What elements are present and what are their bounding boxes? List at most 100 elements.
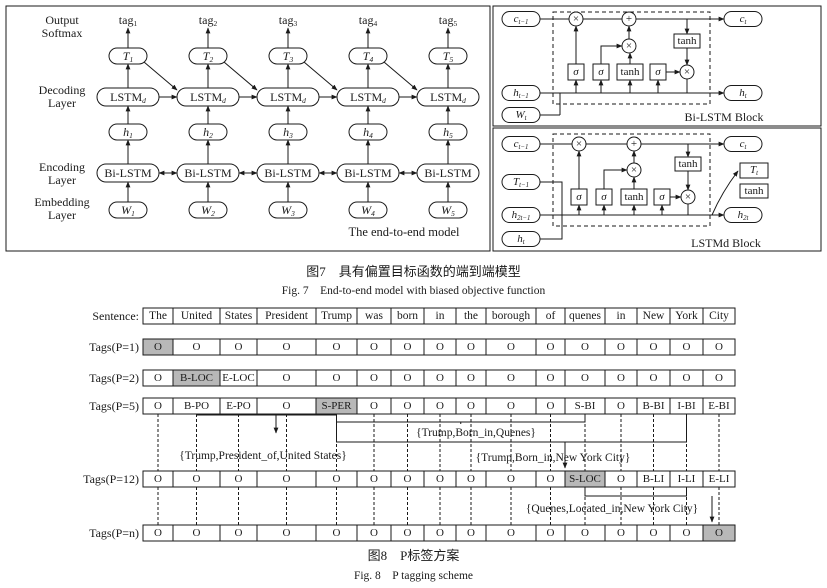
sentence-word-borough-9: borough [492,310,531,322]
tag-value-p2-14: O [683,372,691,384]
bracket-trump-president [196,414,337,416]
decoder-label-5: LSTMd [430,90,466,105]
sentence-word-president-3: President [265,310,309,322]
lstmd-cell-boundary [552,133,711,227]
hidden-label-2: h2 [203,125,213,140]
encoder-label-1: Bi-LSTM [104,166,152,180]
tag-value-p12-9: O [507,473,515,485]
bilstm-w-label: Wt [515,109,527,122]
embedding-label-4: W4 [361,203,375,218]
tag-value-pn-9: O [507,527,515,539]
lstmd-c-prev-label: ct−1 [514,138,529,151]
tag-value-p5-11: S-BI [575,400,596,412]
decoder-label-2: LSTMd [190,90,226,105]
bilstm-block-frame [492,5,822,127]
layer-label-output: Output [45,13,79,27]
tag-value-p12-2: O [235,473,243,485]
lstmd-input-mult: × [631,164,637,176]
tag-row-label-p2: Tags(P=2) [89,371,139,385]
lstmd-h-prev-label: h2t−1 [512,209,531,222]
tag-value-p5-7: O [436,400,444,412]
bilstm-forget-mult: × [573,13,579,25]
tag-value-pn-10: O [547,527,555,539]
lstmd-gate-label-1: σ [576,191,582,203]
sentence-word-states-2: States [225,310,253,322]
end-to-end-model-frame [5,5,491,252]
tag-value-p12-1: O [193,473,201,485]
tag-value-p1-9: O [507,341,515,353]
bilstm-block-caption: Bi-LSTM Block [684,110,763,124]
tag-value-p5-15: E-BI [708,400,730,412]
bracket-quenes-nyc [584,487,687,497]
tag-value-p5-0: O [154,400,162,412]
sentence-label: Sentence: [92,309,139,323]
tag-value-pn-8: O [467,527,475,539]
lstmd-c-label: ct [740,138,748,151]
lstmd-h-in-label: ht [517,233,526,246]
layer-label-encoding-layer: Layer [48,173,76,187]
relation-quenes-located-nyc: {Quenes,Located_in,New York City} [526,503,698,515]
bilstm-add: + [626,13,632,25]
tag-value-p5-10: O [547,400,555,412]
tag-value-p12-11: S-LOC [569,473,601,485]
bilstm-input-mult: × [626,40,632,52]
sentence-word-in-12: in [617,310,626,322]
hidden-label-4: h4 [363,125,373,140]
tag-value-pn-11: O [581,527,589,539]
tag-value-p1-4: O [333,341,341,353]
bilstm-output-mult: × [684,66,690,78]
lstmd-add: + [631,138,637,150]
embedding-label-2: W2 [201,203,215,218]
tag-value-p2-0: O [154,372,162,384]
output-tag-1: tag1 [119,13,138,28]
tag-value-p5-2: E-PO [226,400,251,412]
lstmd-t-tanh-label: tanh [745,185,764,197]
tag-value-p1-10: O [547,341,555,353]
tag-value-p2-5: O [370,372,378,384]
fig8-caption-english: Fig. 8 P tagging scheme [353,570,474,582]
bilstm-h-label: ht [739,87,748,100]
output-tag-2: tag2 [199,13,218,28]
tag-value-p5-12: O [617,400,625,412]
sentence-word-of-10: of [546,310,556,322]
sentence-word-the-0: The [149,310,167,322]
decoder-label-3: LSTMd [270,90,306,105]
output-tag-5: tag5 [439,13,458,28]
figure-7: OutputSoftmaxDecodingLayerEncodingLayerE… [5,5,822,252]
tag-value-p12-15: E-LI [709,473,730,485]
bilstm-gate-label-3: tanh [621,66,640,78]
lstmd-out-tanh-label: tanh [679,158,698,170]
tag-value-p12-6: O [404,473,412,485]
sentence-word-quenes-11: quenes [569,310,601,322]
tag-value-pn-14: O [683,527,691,539]
tag-value-p12-7: O [436,473,444,485]
tag-value-p1-1: O [193,341,201,353]
tag-value-pn-2: O [235,527,243,539]
sentence-word-new-13: New [643,310,665,322]
softmax-label-4: T4 [363,49,374,64]
bilstm-c-prev-label: ct−1 [514,13,529,26]
tag-value-p2-13: O [650,372,658,384]
bilstm-h-prev-label: ht−1 [513,87,528,100]
tag-value-p2-6: O [404,372,412,384]
bilstm-gate-label-4: σ [655,66,661,78]
tag-value-pn-3: O [283,527,291,539]
tag-value-p12-3: O [283,473,291,485]
tag-value-p5-13: B-BI [643,400,665,412]
layer-label-softmax: Softmax [42,26,83,40]
tag-value-p1-6: O [404,341,412,353]
lstmd-block-frame [492,127,822,252]
lstmd-t-node [739,162,769,179]
tag-value-p12-14: I-LI [678,473,696,485]
softmax-to-next-decoder-arrow-1 [143,61,178,91]
lstmd-block-caption: LSTMd Block [691,236,761,250]
softmax-to-next-decoder-arrow-4 [383,61,418,91]
tag-row-label-p1: Tags(P=1) [89,340,139,354]
tag-cell-p2-15 [702,369,736,387]
sentence-word-trump-4: Trump [321,310,352,322]
lstmd-gate-label-3: tanh [625,191,644,203]
embedding-label-5: W5 [441,203,455,218]
bilstm-c-label: ct [740,13,748,26]
encoder-label-5: Bi-LSTM [424,166,472,180]
